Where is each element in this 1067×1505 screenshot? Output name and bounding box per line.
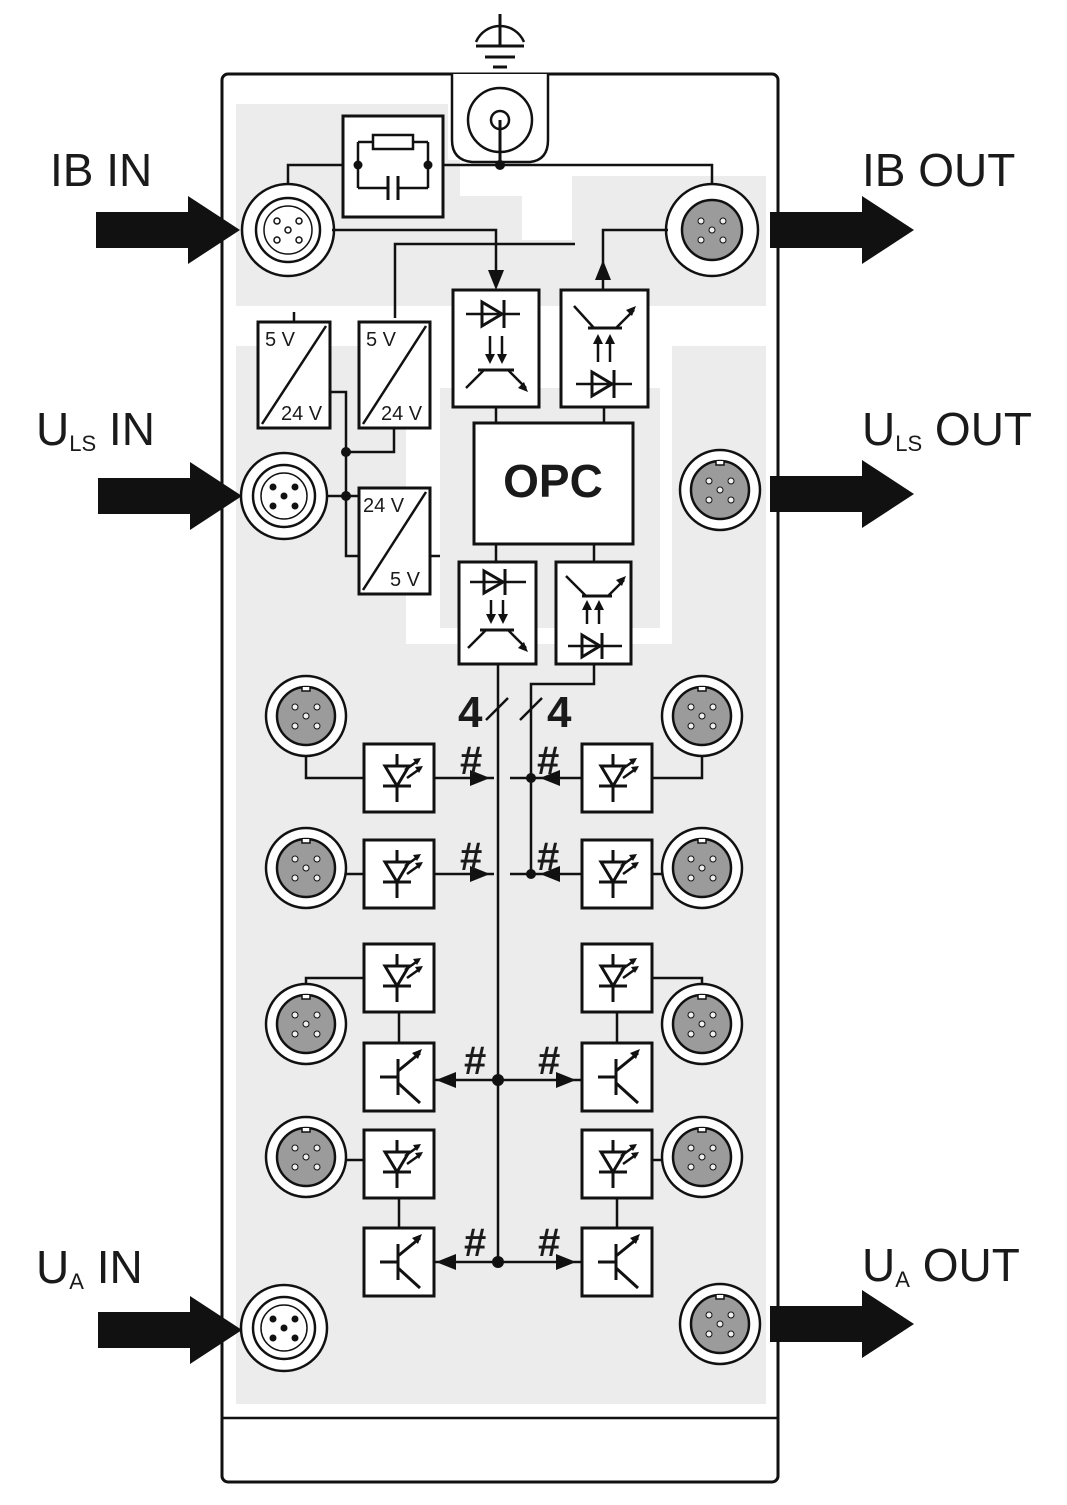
opc-block — [472, 421, 635, 546]
rc-filter — [341, 114, 445, 219]
opc-label: OPC — [503, 455, 603, 507]
input-led-r1 — [580, 742, 654, 814]
label-ib-in: IB IN — [50, 144, 153, 196]
output-transistor-r1 — [580, 1041, 654, 1113]
input-led-l2 — [362, 838, 436, 910]
connector-io-r1 — [660, 674, 744, 758]
output-led-l1 — [362, 942, 436, 1014]
converter-1-output: 24 V — [281, 403, 323, 425]
bus-width-right: 4 — [547, 688, 572, 737]
label-ua-out: UA OUT — [862, 1239, 1020, 1292]
hash-out-r2: # — [538, 1221, 560, 1265]
ground-symbol — [474, 14, 526, 69]
arrow-ua-in — [98, 1296, 242, 1364]
connector-io-r3 — [660, 982, 744, 1066]
ground-terminal — [450, 74, 550, 170]
connector-io-r4 — [660, 1115, 744, 1199]
converter-2: 5 V 24 V — [357, 320, 432, 430]
connector-ua-out — [678, 1282, 762, 1366]
converter-2-input: 5 V — [366, 329, 397, 351]
coupler-ib-tx — [559, 288, 650, 409]
input-led-r2 — [580, 838, 654, 910]
output-transistor-r2 — [580, 1226, 654, 1298]
output-led-r2 — [580, 1128, 654, 1200]
converter-1-input: 5 V — [265, 329, 296, 351]
connector-io-l3 — [264, 982, 348, 1066]
coupler-bus-tx — [554, 560, 633, 666]
label-uls-out: ULS OUT — [862, 403, 1033, 456]
connector-io-r2 — [660, 826, 744, 910]
hash-out-r1: # — [538, 1039, 560, 1083]
coupler-bus-rx — [457, 560, 538, 666]
label-ua-in: UA IN — [36, 1241, 143, 1294]
coupler-ib-rx — [451, 288, 541, 409]
output-transistor-l1 — [362, 1041, 436, 1113]
converter-3-output: 5 V — [390, 569, 421, 591]
label-ib-out: IB OUT — [862, 144, 1016, 196]
converter-3-input: 24 V — [363, 495, 405, 517]
output-led-r1 — [580, 942, 654, 1014]
arrow-ib-in — [96, 196, 240, 264]
output-transistor-l2 — [362, 1226, 436, 1298]
connector-ua-in — [239, 1283, 329, 1373]
connector-uls-out — [678, 448, 762, 532]
connector-uls-in — [239, 451, 329, 541]
connector-io-l2 — [264, 826, 348, 910]
connector-ib-in — [240, 182, 336, 278]
input-led-l1 — [362, 742, 436, 814]
hash-l2: # — [460, 835, 482, 879]
arrow-ib-out — [770, 196, 914, 264]
hash-out-l2: # — [464, 1221, 486, 1265]
connector-io-l4 — [264, 1115, 348, 1199]
converter-3: 24 V 5 V — [357, 486, 432, 596]
converter-2-output: 24 V — [381, 403, 423, 425]
bus-width-left: 4 — [458, 688, 483, 737]
arrow-ua-out — [770, 1290, 914, 1358]
hash-l1: # — [460, 739, 482, 783]
converter-1: 5 V 24 V — [256, 320, 332, 430]
connector-ib-out — [664, 182, 760, 278]
arrow-uls-in — [98, 462, 242, 530]
hash-r1: # — [537, 739, 559, 783]
connector-io-l1 — [264, 674, 348, 758]
hash-r2: # — [537, 835, 559, 879]
output-led-l2 — [362, 1128, 436, 1200]
arrow-uls-out — [770, 460, 914, 528]
hash-out-l1: # — [464, 1039, 486, 1083]
label-uls-in: ULS IN — [36, 403, 155, 456]
